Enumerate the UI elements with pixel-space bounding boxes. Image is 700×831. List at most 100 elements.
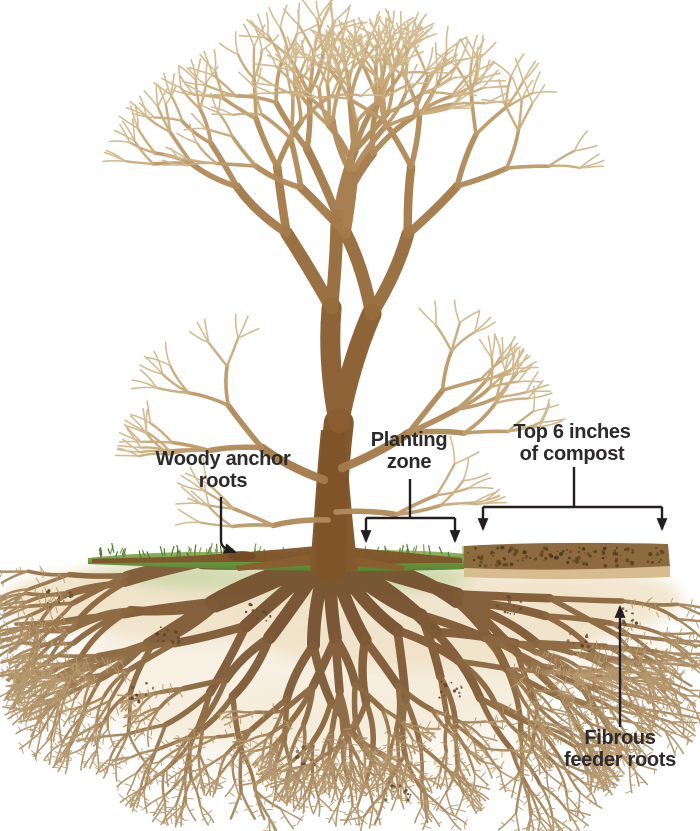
- compost-speckle: [655, 552, 660, 557]
- compost-speckle: [566, 560, 570, 565]
- compost-speckle: [521, 557, 524, 560]
- speckle-dot: [398, 784, 402, 788]
- grass-blade: [189, 548, 192, 558]
- root-hair-strokes: [0, 565, 700, 831]
- speckle-dot: [251, 609, 255, 613]
- compost-speckle: [605, 555, 607, 558]
- speckle-dot: [622, 622, 625, 625]
- compost-speckle: [500, 545, 504, 550]
- speckle-dot: [404, 788, 408, 792]
- compost-speckle: [521, 559, 524, 562]
- compost-speckle: [513, 548, 517, 551]
- compost-speckle: [630, 562, 634, 566]
- speckle-dot: [406, 798, 410, 802]
- compost-speckle: [539, 552, 544, 557]
- label-fibrous-feeder-roots: Fibrous feeder roots: [564, 727, 676, 771]
- compost-speckle: [615, 546, 619, 550]
- compost-speckle: [646, 560, 650, 564]
- grass-blade: [111, 542, 115, 553]
- compost-speckle: [544, 556, 548, 561]
- speckle-dot: [580, 643, 584, 647]
- grass-blade: [142, 550, 146, 556]
- label-line: zone: [386, 450, 432, 473]
- grass-blade: [406, 543, 410, 554]
- speckle-dot: [588, 650, 591, 653]
- speckle-dot: [443, 694, 445, 697]
- grass-blade: [119, 547, 124, 554]
- label-top-compost: Top 6 inches of compost: [513, 421, 631, 465]
- grass-blade: [411, 546, 415, 555]
- speckle-dot: [506, 611, 509, 614]
- woody-anchor-root: [235, 550, 334, 571]
- compost-speckle: [565, 548, 569, 551]
- speckle-dot: [509, 612, 512, 615]
- speckle-dot: [408, 796, 411, 799]
- compost-speckle: [490, 550, 494, 554]
- grass-blade: [428, 545, 431, 555]
- speckle-dot: [393, 785, 396, 788]
- compost-speckle: [631, 548, 634, 552]
- compost-speckle: [602, 546, 607, 551]
- compost-speckle: [479, 561, 483, 564]
- speckle-dot: [295, 749, 300, 754]
- compost-speckle: [569, 550, 573, 554]
- speckle-dot: [302, 762, 306, 765]
- compost-speckle: [524, 555, 529, 559]
- speckle-dot: [46, 601, 49, 604]
- compost-speckle: [556, 550, 559, 553]
- speckle-dot: [145, 693, 148, 697]
- compost-speckle: [601, 549, 605, 554]
- compost-speckle: [524, 550, 527, 554]
- speckle-dot: [300, 762, 304, 766]
- speckle-dot: [621, 619, 626, 623]
- compost-speckle: [584, 552, 586, 554]
- compost-speckle: [614, 559, 618, 564]
- compost-speckle: [615, 563, 619, 568]
- compost-speckle: [509, 562, 514, 566]
- compost-speckle: [504, 562, 509, 567]
- speckle-dot: [450, 681, 453, 684]
- label-planting-zone: Planting zone: [371, 429, 448, 473]
- speckle-dot: [301, 745, 305, 749]
- compost-speckle: [586, 552, 591, 556]
- compost-speckle: [474, 547, 477, 550]
- speckle-dot: [48, 591, 50, 594]
- compost-speckle: [562, 549, 565, 553]
- grass-blade: [159, 546, 164, 556]
- speckle-dot: [458, 695, 462, 698]
- speckle-dot: [248, 602, 252, 607]
- compost-speckle: [577, 550, 581, 554]
- speckle-dot: [566, 639, 570, 643]
- label-line: roots: [198, 469, 248, 492]
- speckle-dot: [457, 691, 461, 695]
- woody-anchor-root: [92, 544, 336, 570]
- compost-speckle: [614, 552, 619, 556]
- grass-blade: [170, 545, 175, 556]
- speckle-dot: [632, 612, 635, 615]
- compost-speckle: [568, 556, 571, 560]
- compost-speckle: [559, 551, 564, 557]
- compost-speckle: [631, 551, 634, 554]
- grass-blade: [123, 550, 127, 559]
- compost-speckle: [593, 549, 598, 554]
- compost-speckle: [490, 552, 493, 555]
- grass-blade: [138, 550, 142, 559]
- grass-blade: [107, 548, 111, 555]
- speckle-dot: [519, 607, 523, 611]
- label-line: Top 6 inches: [513, 421, 631, 443]
- compost-speckle: [494, 563, 499, 568]
- compost-speckle: [502, 563, 506, 567]
- compost-speckle: [659, 558, 663, 561]
- compost-speckle: [477, 555, 481, 559]
- compost-speckle: [498, 562, 501, 566]
- grass-blade: [207, 546, 211, 555]
- speckle-dot: [152, 688, 154, 690]
- speckle-dot: [171, 640, 175, 644]
- grass-blade: [423, 544, 425, 555]
- grass-blade: [163, 548, 166, 556]
- speckle-dot: [244, 610, 248, 614]
- speckle-dot: [503, 610, 507, 614]
- compost-speckle: [601, 557, 604, 559]
- compost-speckle: [543, 546, 547, 550]
